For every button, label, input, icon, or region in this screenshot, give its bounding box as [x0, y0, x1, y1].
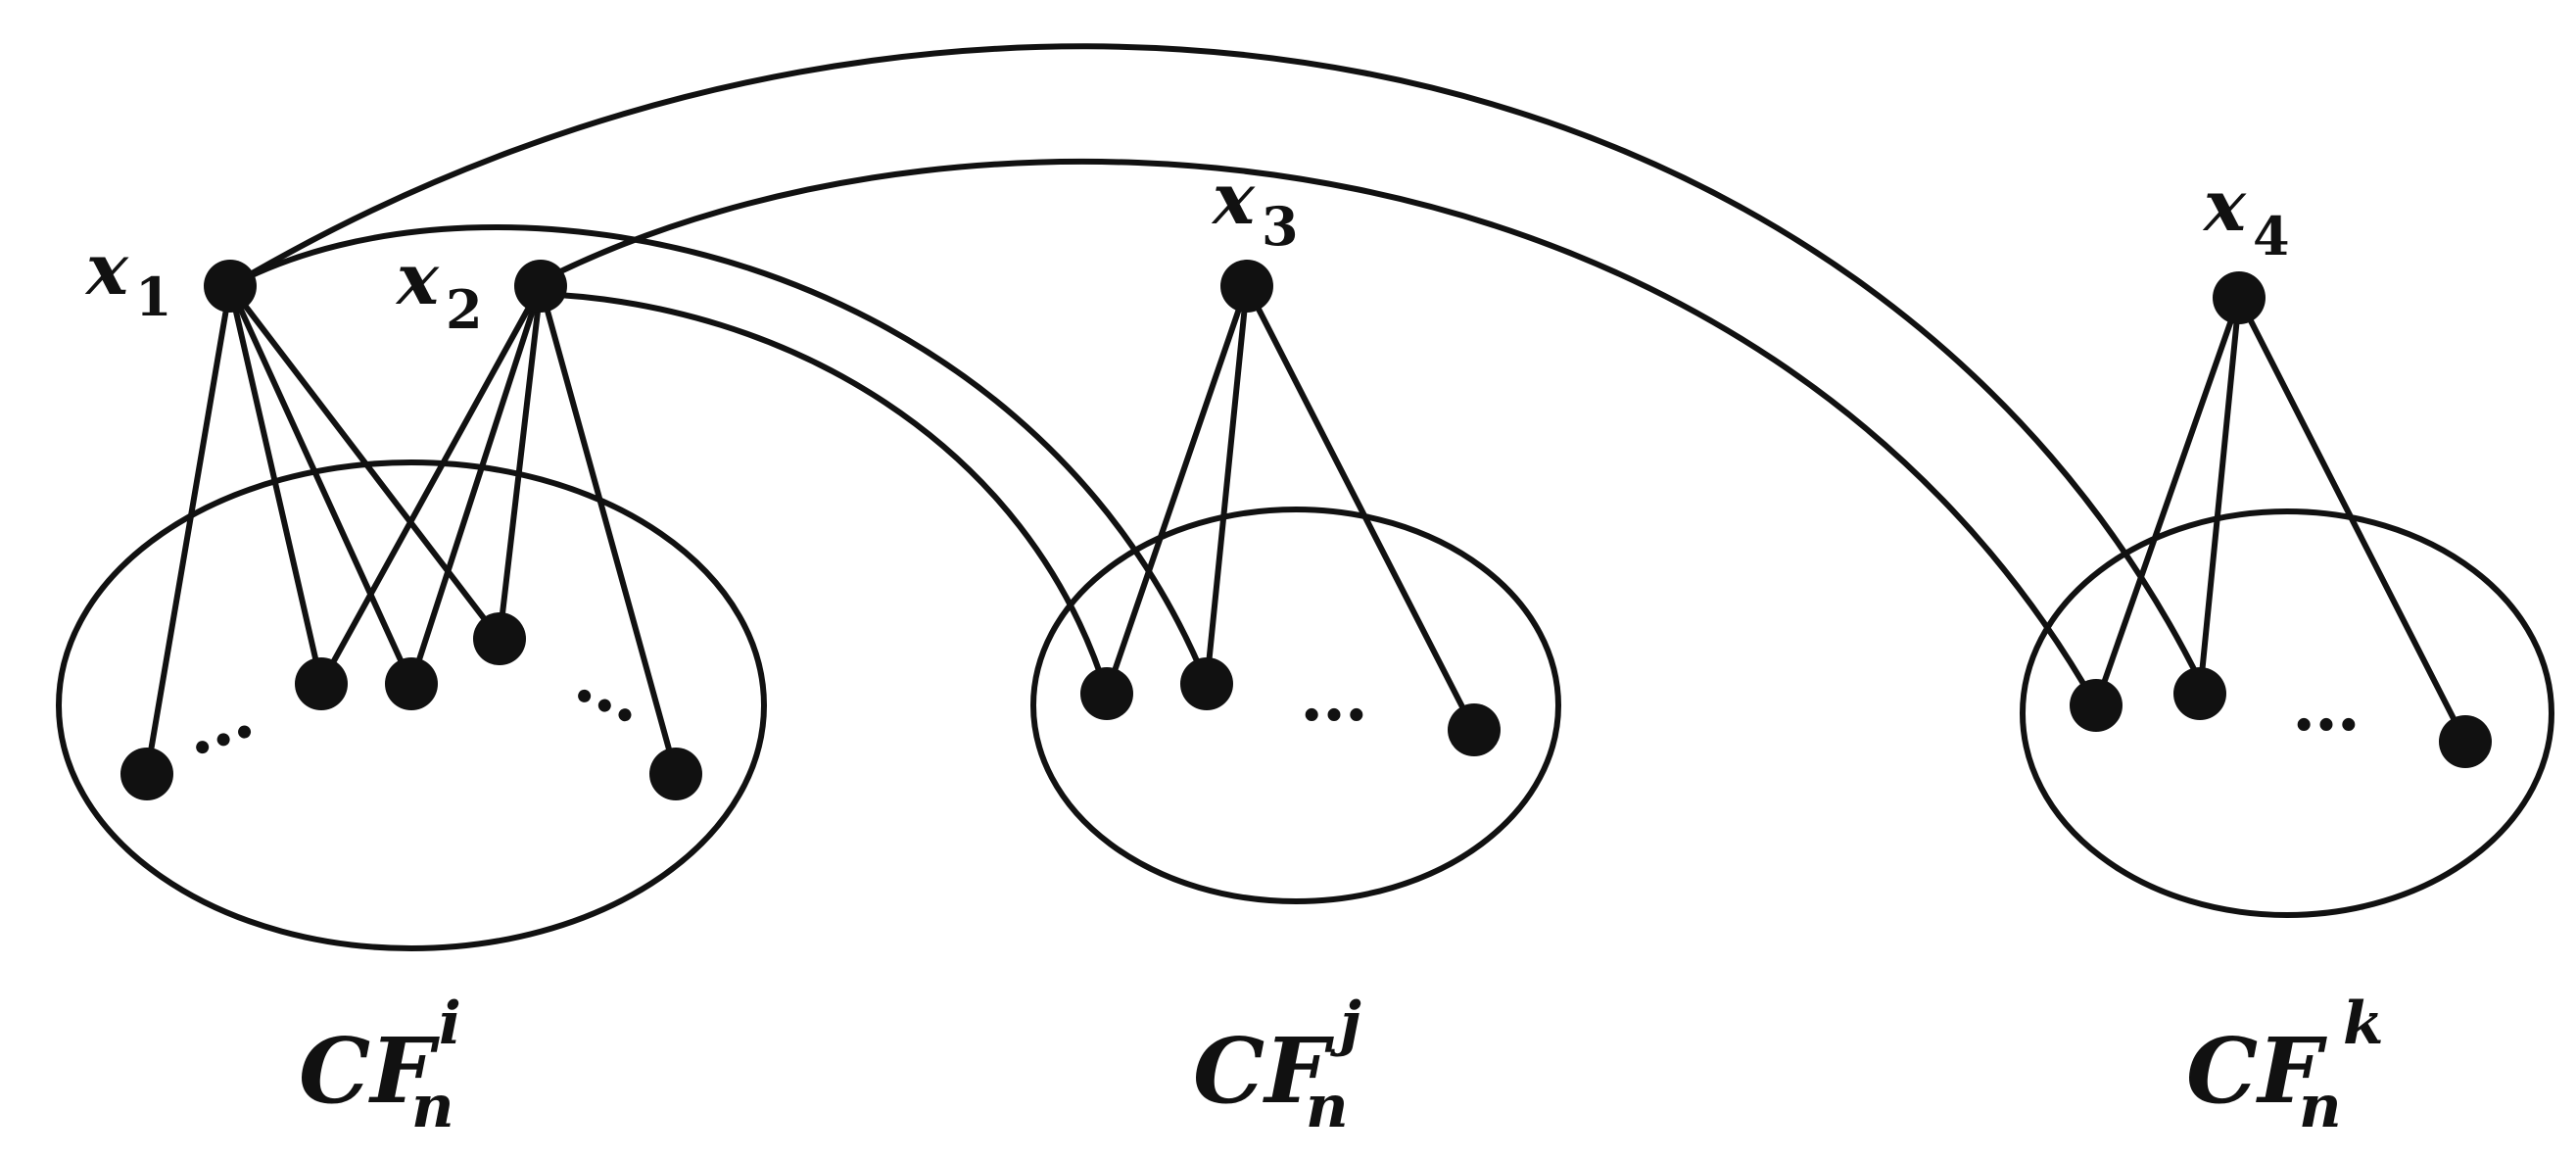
vertex-j-1 — [1080, 667, 1133, 720]
svg-text:n: n — [1306, 1073, 1349, 1141]
region-cf-k — [2020, 508, 2554, 918]
svg-text:3: 3 — [1262, 195, 1299, 258]
svg-text:4: 4 — [2253, 205, 2290, 267]
vertex-x4 — [2213, 271, 2266, 324]
vertex-x1 — [204, 260, 257, 313]
edge-x1-d — [227, 283, 502, 642]
svg-text:k: k — [2343, 990, 2384, 1058]
vertex-k-3 — [2439, 715, 2492, 768]
svg-text:x: x — [84, 227, 129, 311]
edge-x4-b — [2197, 295, 2242, 697]
region-cf-i — [56, 459, 767, 951]
edge-x1-a — [144, 283, 233, 777]
vertex-j-3 — [1448, 703, 1501, 756]
svg-text:i: i — [439, 990, 461, 1058]
svg-text:n: n — [411, 1073, 454, 1141]
edge-x3-c — [1244, 283, 1477, 733]
edge-x1-b — [227, 283, 324, 687]
svg-text:n: n — [2299, 1073, 2342, 1141]
vertex-k-2 — [2173, 667, 2226, 720]
edge-x3-b — [1204, 283, 1250, 687]
ellipsis-k: … — [2292, 665, 2361, 747]
ellipsis-i-left: … — [171, 672, 263, 772]
region-cf-j — [1030, 507, 1561, 904]
vertex-x2 — [514, 260, 567, 313]
vertex-k-1 — [2070, 679, 2123, 732]
label-cf-k: CF n k — [2186, 990, 2384, 1141]
vertex-i-1 — [120, 748, 173, 800]
svg-text:CF: CF — [2186, 1018, 2327, 1124]
arc-x2-to-j — [538, 291, 1110, 697]
vertex-j-2 — [1180, 657, 1233, 710]
arc-x1-to-j — [227, 223, 1210, 687]
edge-x2-b — [318, 283, 544, 687]
label-x4: x 4 — [2202, 164, 2290, 267]
vertex-x3 — [1220, 260, 1273, 313]
edge-x2-e — [538, 283, 679, 777]
label-x3: x 3 — [1211, 157, 1299, 258]
svg-text:CF: CF — [299, 1018, 440, 1124]
label-x2: x 2 — [395, 237, 483, 341]
vertex-i-3 — [385, 657, 438, 710]
edge-x2-d — [497, 283, 544, 642]
vertex-i-5 — [649, 748, 702, 800]
svg-text:1: 1 — [135, 266, 172, 328]
edge-x2-c — [408, 283, 544, 687]
arc-x1-to-k — [227, 43, 2203, 684]
edge-x4-a — [2093, 295, 2242, 708]
svg-text:j: j — [1330, 990, 1361, 1058]
arc-x2-to-k — [538, 159, 2099, 708]
svg-text:CF: CF — [1193, 1018, 1334, 1124]
svg-text:x: x — [1211, 157, 1256, 240]
vertex-i-4 — [473, 612, 526, 665]
svg-text:2: 2 — [446, 278, 483, 341]
ellipsis-j: … — [1300, 655, 1368, 737]
edge-x3-a — [1104, 283, 1250, 697]
ellipsis-i-right: … — [564, 637, 661, 740]
svg-text:x: x — [395, 237, 440, 320]
edge-x4-c — [2236, 295, 2468, 745]
vertex-i-2 — [295, 657, 348, 710]
label-cf-i: CF n i — [299, 990, 461, 1141]
svg-text:x: x — [2202, 164, 2247, 247]
label-cf-j: CF n j — [1193, 990, 1361, 1141]
edge-x1-c — [227, 283, 414, 687]
label-x1: x 1 — [84, 227, 172, 328]
